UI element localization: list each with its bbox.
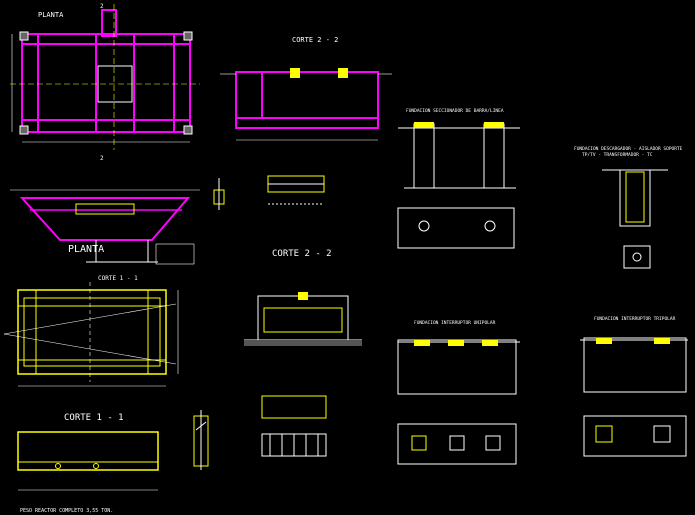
svg-text:2: 2 [100,3,104,10]
fundacion-interruptor-unipolar: FUNDACION INTERRUPTOR UNIPOLAR [397,320,520,465]
planta-title-mid: PLANTA [68,244,104,255]
fundacion-descargador: FUNDACION DESCARGADOR - AISLADOR SOPORTE… [574,146,683,269]
corte-1-1-plan: CORTE 1 - 1 [3,275,179,387]
corte-11-title-b: CORTE 1 - 1 [64,413,124,423]
planta-steel-structure: PLANTA [10,189,200,265]
svg-text:2: 2 [100,155,104,162]
rebar-detail-b [261,395,327,457]
corte-22-title-a: CORTE 2 - 2 [292,36,338,44]
fundacion-seccionador: FUNDACION SECCIONADOR DE BARRA/LINEA [397,108,520,249]
corte-22-title-b: CORTE 2 - 2 [272,249,332,259]
planta-title-top: PLANTA [38,11,64,19]
fund-seccionador-title: FUNDACION SECCIONADOR DE BARRA/LINEA [406,108,504,114]
fund-descargador-subtitle: TP/TV - TRANSFORMADOR - TC [582,152,653,158]
corte-1-1-section: CORTE 1 - 1 PESO REACTOR COMPLETO 3,55 T… [17,413,159,514]
fundacion-interruptor-tripolar: FUNDACION INTERRUPTOR TRIPOLAR [580,316,688,457]
fund-int-tri-title: FUNDACION INTERRUPTOR TRIPOLAR [594,316,676,322]
peso-reactor-note: PESO REACTOR COMPLETO 3,55 TON. [20,508,113,514]
corte-2-2-mid-section: CORTE 2 - 2 [244,249,362,346]
bolt-detail-small [213,178,225,210]
corte-11-title-a: CORTE 1 - 1 [98,275,138,282]
hook-detail [193,410,209,470]
corte-2-2-top-section: CORTE 2 - 2 [220,36,392,141]
anchor-detail-a [267,175,325,205]
fund-int-uni-title: FUNDACION INTERRUPTOR UNIPOLAR [414,320,496,326]
fund-descargador-title: FUNDACION DESCARGADOR - AISLADOR SOPORTE [574,146,683,152]
planta-foundation-plan: PLANTA 2 2 [10,3,200,162]
